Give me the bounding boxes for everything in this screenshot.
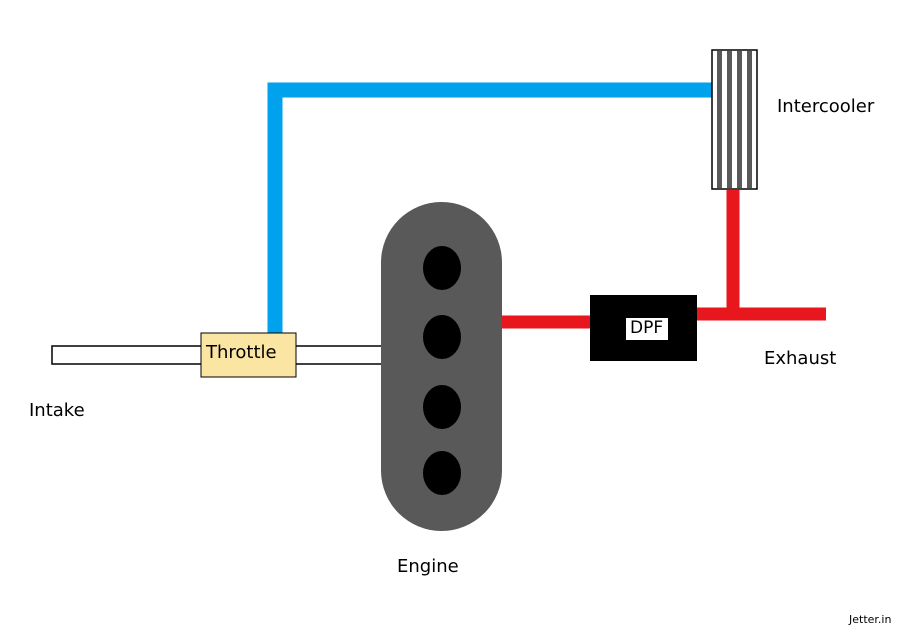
engine-cylinder <box>423 315 461 359</box>
dpf-label-background <box>626 318 668 340</box>
intercooler-fin <box>727 51 732 188</box>
intake-label: Intake <box>29 400 85 421</box>
throttle-body <box>200 332 297 378</box>
engine-label: Engine <box>397 556 459 577</box>
dpf-label: DPF <box>630 318 664 338</box>
throttle-label: Throttle <box>206 342 277 363</box>
intercooler-fin <box>747 51 752 188</box>
engine-cylinder <box>423 451 461 495</box>
engine-block <box>381 202 502 531</box>
watermark: Jetter.in <box>849 613 892 626</box>
engine-cylinder <box>423 246 461 290</box>
exhaust-label: Exhaust <box>764 348 837 369</box>
boost-pipe <box>267 82 715 333</box>
engine-cylinder <box>423 385 461 429</box>
intercooler-label: Intercooler <box>777 96 875 117</box>
intercooler-fin <box>717 51 722 188</box>
intercooler-fin <box>737 51 742 188</box>
